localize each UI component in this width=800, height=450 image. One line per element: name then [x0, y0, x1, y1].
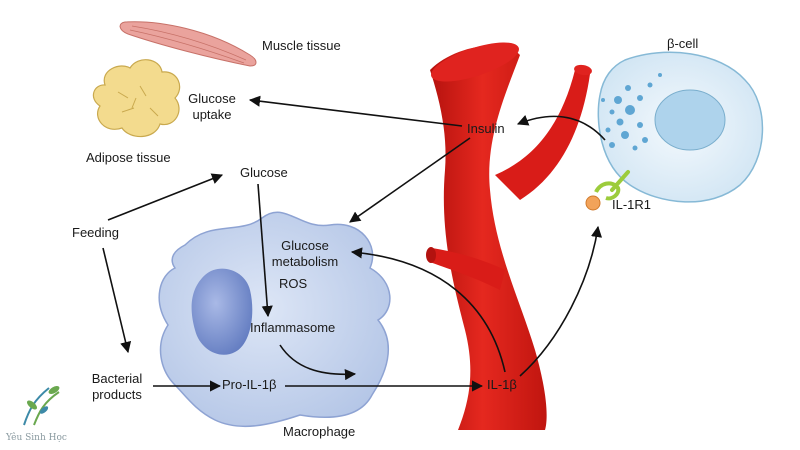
muscle-tissue-icon [119, 21, 257, 67]
arrow-insulin-to-glucose-metabolism [349, 137, 471, 223]
arrow-inflammasome-to-pro-il1b [279, 344, 357, 381]
adipose-tissue-icon [92, 59, 181, 138]
arrow-feeding-to-bacterial [102, 247, 132, 354]
arrow-beta-cell-to-insulin [516, 115, 606, 141]
label-ros: ROS [279, 276, 308, 291]
arrow-glucose-to-inflammasome [257, 183, 273, 318]
label-glucose-metabolism-line1: Glucose [281, 238, 329, 253]
label-feeding: Feeding [72, 225, 119, 240]
watermark-logo-icon [23, 386, 60, 426]
beta-cell-icon [597, 51, 764, 203]
label-beta-cell: β-cell [667, 36, 699, 51]
label-il1b: IL-1β [487, 377, 517, 392]
label-glucose-uptake-line1: Glucose [188, 91, 236, 106]
label-glucose-uptake-line2: uptake [192, 107, 232, 122]
label-bacterial-products-line2: products [92, 387, 142, 402]
label-pro-il1b: Pro-IL-1β [222, 377, 277, 392]
label-bacterial-products: Bacterial products [82, 371, 152, 403]
label-il1r1: IL-1R1 [612, 197, 652, 212]
watermark: Yêu Sinh Học [6, 433, 67, 443]
arrows-layer [102, 95, 606, 392]
label-glucose-metabolism-line2: metabolism [271, 254, 339, 269]
label-adipose-tissue: Adipose tissue [86, 150, 171, 165]
arrow-il1b-to-glucose-metabolism [350, 247, 506, 373]
label-muscle-tissue: Muscle tissue [262, 38, 341, 53]
label-macrophage: Macrophage [283, 424, 356, 439]
label-bacterial-products-line1: Bacterial [91, 371, 143, 386]
label-glucose-uptake: Glucose uptake [180, 91, 244, 123]
arrow-il1b-to-il1r1 [519, 225, 603, 377]
label-glucose: Glucose [240, 165, 288, 180]
label-insulin: Insulin [467, 121, 505, 136]
il1r1-receptor-icon [585, 170, 630, 211]
artery-icon [426, 42, 592, 431]
arrow-insulin-to-glucose-uptake [248, 95, 463, 127]
label-inflammasome: Inflammasome [250, 320, 336, 335]
arrow-feeding-to-glucose [107, 173, 224, 221]
label-glucose-metabolism: Glucose metabolism [262, 238, 348, 270]
macrophage-icon [158, 211, 391, 428]
